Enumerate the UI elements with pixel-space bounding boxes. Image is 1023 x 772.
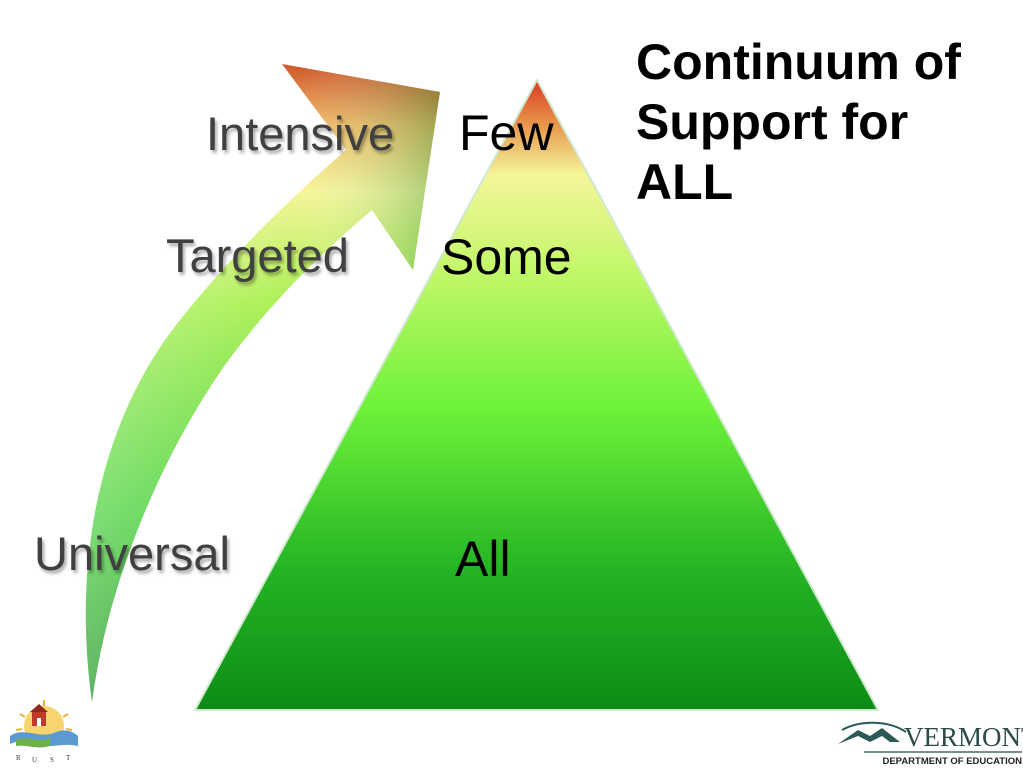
arrow-label-intensive: Intensive (206, 107, 395, 160)
mountain-swoosh-icon: VERMONT DEPARTMENT OF EDUCATION (838, 721, 1023, 767)
rust-letter-r: R (16, 754, 21, 762)
curved-arrow (85, 64, 440, 702)
arrow-label-universal: Universal (34, 527, 230, 580)
tier-label-all: All (455, 531, 511, 587)
rust-letter-u: U (32, 756, 37, 764)
schoolhouse-sun-icon: R U S T (10, 700, 78, 764)
tier-label-few: Few (459, 105, 554, 161)
title-line-1: Continuum of (636, 34, 961, 90)
vermont-logo-name: VERMONT (904, 722, 1023, 752)
tier-label-some: Some (441, 229, 572, 285)
arrow-shading (85, 64, 440, 702)
title-line-3: ALL (636, 154, 734, 210)
rust-letter-s: S (50, 756, 54, 764)
vermont-logo-subtitle: DEPARTMENT OF EDUCATION (882, 756, 1022, 767)
title-line-2: Support for (636, 94, 909, 150)
arrow-label-targeted: Targeted (166, 229, 349, 282)
pyramid-triangle (193, 77, 880, 711)
vermont-logo: VERMONT DEPARTMENT OF EDUCATION (836, 718, 1023, 767)
slide-title: Continuum of Support for ALL (636, 32, 1016, 212)
rust-letter-t: T (66, 754, 71, 762)
rust-logo: R U S T (6, 696, 80, 764)
